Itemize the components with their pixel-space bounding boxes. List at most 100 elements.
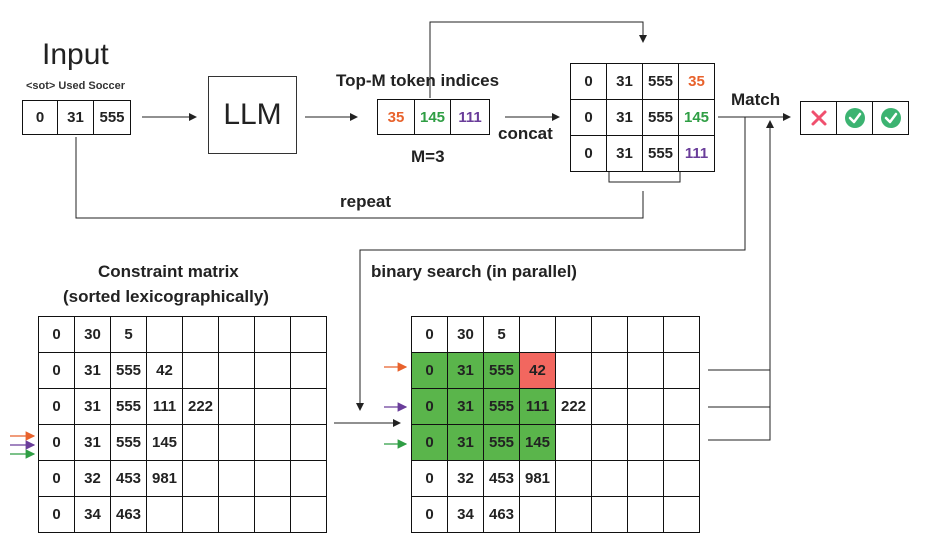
binary-cell: 555 bbox=[483, 352, 520, 389]
binary-cell bbox=[555, 424, 592, 461]
topm-index-2: 111 bbox=[450, 99, 490, 135]
binary-cell bbox=[663, 388, 700, 425]
binary-cell bbox=[555, 352, 592, 389]
binary-cell bbox=[591, 352, 628, 389]
constraint-cell bbox=[254, 460, 291, 497]
binary-cell bbox=[663, 460, 700, 497]
concat-cell: 145 bbox=[678, 99, 715, 136]
binary-cell: 31 bbox=[447, 424, 484, 461]
constraint-cell bbox=[290, 352, 327, 389]
binary-cell: 111 bbox=[519, 388, 556, 425]
binary-cell: 453 bbox=[483, 460, 520, 497]
constraint-cell bbox=[182, 496, 219, 533]
topm-index-1: 145 bbox=[414, 99, 451, 135]
constraint-cell: 30 bbox=[74, 316, 111, 353]
constraint-cell bbox=[290, 388, 327, 425]
binary-cell: 555 bbox=[483, 424, 520, 461]
binary-cell: 0 bbox=[411, 424, 448, 461]
cross-icon bbox=[811, 110, 826, 126]
constraint-cell: 0 bbox=[38, 460, 75, 497]
concat-cell: 555 bbox=[642, 63, 679, 100]
m-label: M=3 bbox=[411, 147, 445, 166]
constraint-cell: 31 bbox=[74, 388, 111, 425]
concat-cell: 111 bbox=[678, 135, 715, 172]
binary-cell: 34 bbox=[447, 496, 484, 533]
constraint-cell: 31 bbox=[74, 424, 111, 461]
binary-cell: 31 bbox=[447, 388, 484, 425]
constraint-cell bbox=[182, 316, 219, 353]
repeat-label: repeat bbox=[340, 192, 392, 211]
input-token-1: 31 bbox=[57, 100, 94, 135]
concat-cell: 0 bbox=[570, 63, 607, 100]
binary-cell bbox=[627, 388, 664, 425]
binary-cell: 32 bbox=[447, 460, 484, 497]
binary-search-label: binary search (in parallel) bbox=[371, 262, 577, 281]
binary-cell bbox=[591, 496, 628, 533]
binary-cell: 0 bbox=[411, 316, 448, 353]
binary-cell bbox=[519, 316, 556, 353]
constraint-cell bbox=[254, 424, 291, 461]
constraint-cell bbox=[290, 316, 327, 353]
concat-row: 0 31 555 111 bbox=[570, 135, 715, 172]
llm-label: LLM bbox=[223, 98, 282, 131]
constraint-cell: 453 bbox=[110, 460, 147, 497]
constraint-cell: 555 bbox=[110, 388, 147, 425]
constraint-cell: 145 bbox=[146, 424, 183, 461]
binary-cell bbox=[555, 316, 592, 353]
binary-cell bbox=[519, 496, 556, 533]
topm-title: Top-M token indices bbox=[336, 71, 500, 90]
binary-cell: 0 bbox=[411, 496, 448, 533]
concat-row: 0 31 555 145 bbox=[570, 99, 715, 136]
concat-cell: 555 bbox=[642, 99, 679, 136]
constraint-title-1: Constraint matrix bbox=[98, 262, 239, 281]
binary-cell: 5 bbox=[483, 316, 520, 353]
binary-cell bbox=[627, 352, 664, 389]
binary-cell bbox=[555, 460, 592, 497]
concat-cell: 31 bbox=[606, 63, 643, 100]
llm-box: LLM bbox=[208, 76, 297, 154]
constraint-cell bbox=[218, 460, 255, 497]
concat-cell: 0 bbox=[570, 135, 607, 172]
constraint-cell: 555 bbox=[110, 424, 147, 461]
constraint-cell bbox=[254, 352, 291, 389]
binary-cell bbox=[627, 460, 664, 497]
constraint-cell bbox=[218, 316, 255, 353]
constraint-cell: 31 bbox=[74, 352, 111, 389]
concat-row: 0 31 555 35 bbox=[570, 63, 715, 100]
binary-cell bbox=[663, 352, 700, 389]
constraint-cell bbox=[146, 316, 183, 353]
binary-cell: 222 bbox=[555, 388, 592, 425]
constraint-cell: 0 bbox=[38, 316, 75, 353]
constraint-cell bbox=[218, 496, 255, 533]
constraint-cell: 463 bbox=[110, 496, 147, 533]
input-token-0: 0 bbox=[22, 100, 58, 135]
constraint-cell bbox=[182, 460, 219, 497]
binary-cell: 463 bbox=[483, 496, 520, 533]
constraint-cell bbox=[146, 496, 183, 533]
check-icon bbox=[880, 108, 901, 128]
constraint-cell: 555 bbox=[110, 352, 147, 389]
input-tokens-caption: <sot> Used Soccer bbox=[26, 80, 126, 92]
topm-index-0: 35 bbox=[377, 99, 415, 135]
binary-cell bbox=[591, 424, 628, 461]
constraint-cell bbox=[218, 352, 255, 389]
check-icon bbox=[844, 108, 865, 128]
match-label: Match bbox=[731, 90, 781, 109]
binary-cell bbox=[591, 388, 628, 425]
constraint-cell bbox=[290, 460, 327, 497]
constraint-cell bbox=[254, 388, 291, 425]
binary-cell: 981 bbox=[519, 460, 556, 497]
concat-label: concat bbox=[498, 124, 553, 143]
arrow-match-binary bbox=[356, 117, 746, 411]
input-title: Input bbox=[42, 38, 109, 71]
match-result-check-1 bbox=[836, 101, 873, 135]
constraint-cell: 42 bbox=[146, 352, 183, 389]
